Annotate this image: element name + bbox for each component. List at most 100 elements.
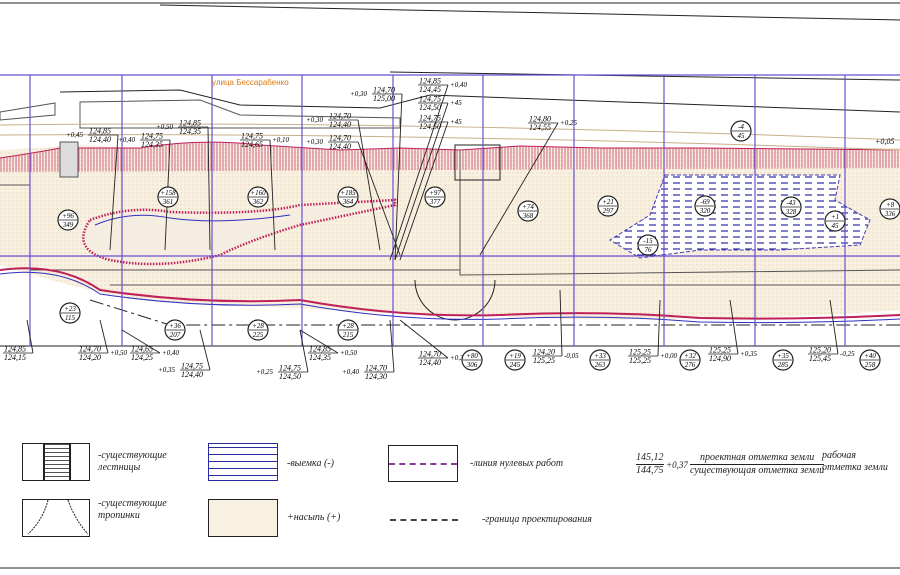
existing-elevation: 124,55 bbox=[529, 123, 551, 132]
cut-zone bbox=[609, 174, 871, 259]
boundary-line-icon bbox=[390, 519, 458, 521]
existing-elevation: 124,35 bbox=[141, 140, 163, 149]
leader-line bbox=[299, 329, 339, 354]
leader-line bbox=[389, 84, 449, 261]
existing-elevation: 125,25 bbox=[629, 356, 651, 365]
existing-elevation: 124,15 bbox=[4, 353, 26, 362]
volume-circle: +145 bbox=[824, 210, 846, 232]
work-elevation: -0,25 bbox=[840, 350, 855, 358]
volume-balance: -4 bbox=[738, 123, 744, 131]
volume-balance: +80 bbox=[466, 352, 478, 360]
work-elevation: +0,10 bbox=[272, 136, 289, 144]
design-elevation: 125,25 bbox=[629, 348, 651, 357]
leader-line bbox=[389, 319, 395, 373]
existing-elevation: 124,40 bbox=[419, 358, 441, 367]
work-elevation: +0,35 bbox=[158, 366, 175, 374]
stairs-icon bbox=[43, 444, 71, 480]
example-work-value: +0,37 bbox=[666, 460, 688, 470]
existing-elevation: 124,20 bbox=[79, 353, 101, 362]
example-existing-value: 144,75 bbox=[636, 465, 664, 476]
design-elevation: 124,70 bbox=[329, 134, 351, 143]
existing-elevation: 124,40 bbox=[89, 135, 111, 144]
volume-balance: +19 bbox=[509, 352, 521, 360]
legend-zero-line-label: -линия нулевых работ bbox=[470, 458, 564, 469]
work-elevation: +0,35 bbox=[740, 350, 757, 358]
work-elevation: +45 bbox=[450, 99, 462, 107]
existing-elevation: 125,25 bbox=[533, 356, 555, 365]
stairs bbox=[59, 141, 79, 178]
legend-example-labels: проектная отметка земли существующая отм… bbox=[690, 452, 825, 477]
work-elevation: +0,40 bbox=[450, 81, 467, 89]
volume-balance: +28 bbox=[252, 322, 264, 330]
work-elevation: +0,25 bbox=[256, 368, 273, 376]
area-value: 377 bbox=[429, 198, 441, 206]
area-value: 76 bbox=[645, 246, 653, 254]
design-elevation: 124,85 bbox=[309, 345, 331, 354]
water-edge bbox=[94, 214, 291, 226]
work-elevation: +0,50 bbox=[156, 123, 173, 131]
legend-stairs-label: -существующие лестницы bbox=[98, 450, 167, 473]
legend-paths-label: -существующие тропинки bbox=[98, 498, 167, 521]
zero-work-hatch bbox=[0, 142, 900, 172]
leader-line bbox=[109, 134, 119, 251]
area-value: 361 bbox=[162, 198, 174, 206]
area-value: 285 bbox=[778, 361, 789, 369]
existing-elevation: 124,40 bbox=[329, 120, 351, 129]
area-value: 328 bbox=[785, 208, 797, 216]
existing-elevation: 124,50 bbox=[419, 122, 441, 131]
volume-balance: +1 bbox=[831, 213, 839, 221]
leader-line bbox=[394, 93, 403, 261]
leader-line bbox=[26, 319, 34, 354]
volume-balance: +21 bbox=[602, 198, 614, 206]
design-elevation: 124,75 bbox=[419, 114, 441, 123]
leader-line bbox=[657, 299, 661, 357]
example-design-value: 145,12 bbox=[636, 452, 664, 465]
volume-balance: +97 bbox=[429, 189, 441, 197]
design-elevation: 124,75 bbox=[141, 132, 163, 141]
legend-example-fraction: 145,12 144,75 bbox=[636, 452, 664, 477]
volume-balance: +74 bbox=[522, 203, 534, 211]
design-elevation: 124,85 bbox=[4, 345, 26, 354]
legend-fill-swatch bbox=[208, 499, 278, 537]
design-elevation: 124,70 bbox=[79, 345, 101, 354]
design-elevation: 124,75 bbox=[181, 362, 203, 371]
legend-fill-label: +насыпь (+) bbox=[287, 512, 341, 523]
leader-line bbox=[829, 299, 839, 355]
design-elevation: 124,75 bbox=[279, 364, 301, 373]
existing-elevation: 124,25 bbox=[131, 353, 153, 362]
upper-boundary bbox=[159, 4, 900, 21]
volume-circles: -445+158361+160362+185364+97377+96349+74… bbox=[57, 120, 900, 371]
pond-outline bbox=[82, 198, 397, 266]
area-value: 215 bbox=[343, 331, 354, 339]
leader-line bbox=[299, 329, 309, 373]
area-value: 207 bbox=[170, 331, 181, 339]
area-value: 276 bbox=[685, 361, 696, 369]
work-elevation: +0,40 bbox=[342, 368, 359, 376]
existing-elevation: 125,45 bbox=[809, 354, 831, 363]
road-edge bbox=[59, 89, 900, 113]
zero-work-line bbox=[0, 141, 900, 159]
